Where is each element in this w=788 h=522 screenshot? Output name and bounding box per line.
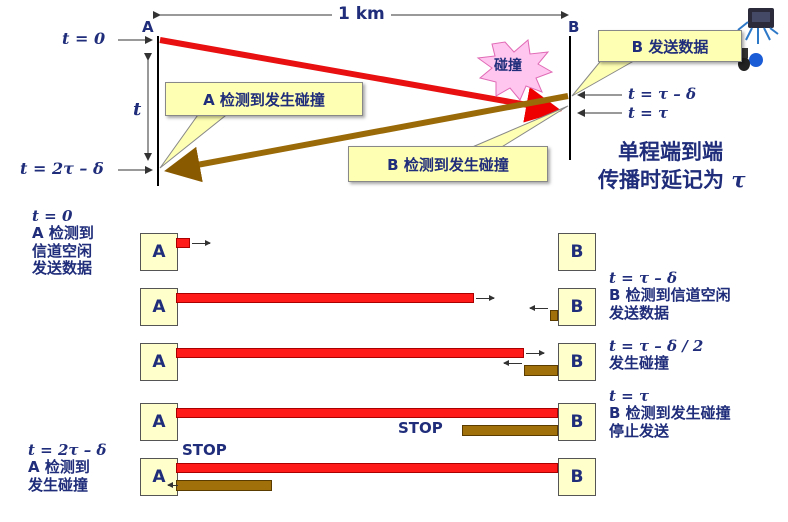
row5-signal-a [176, 463, 558, 473]
signal-a-to-b [159, 37, 562, 123]
row1-left-label: t = 0 A 检测到 信道空闲 发送数据 [32, 207, 94, 277]
row3-right-label: t = τ – δ / 2 发生碰撞 [609, 337, 704, 373]
point-a-label: A [142, 18, 154, 36]
row4-right-2: B 检测到发生碰撞 [609, 404, 731, 423]
t-axis-label: t [133, 99, 142, 121]
distance-label: 1 km [332, 4, 391, 25]
row3-right-2: 发生碰撞 [609, 354, 670, 373]
timing-diagram [118, 8, 779, 186]
row3-station-a: A [140, 343, 178, 381]
collision-burst-shape [476, 39, 554, 101]
row3-signal-a [176, 348, 524, 358]
row5-left-label: t = 2τ – δ A 检测到 发生碰撞 [28, 441, 107, 494]
collision-burst-label: 碰撞 [494, 58, 522, 74]
row4-right-t: t = τ [609, 387, 650, 405]
row5-left-2: A 检测到 [28, 458, 90, 477]
t-tau-label: t = τ [628, 104, 669, 122]
row3-signal-a-arrow [526, 350, 545, 356]
row5-left-3: 发生碰撞 [28, 475, 89, 494]
t-tau-delta-label: t = τ – δ [628, 85, 696, 103]
row2-signal-b [550, 310, 558, 321]
row2-signal-b-arrow [529, 305, 548, 311]
row4-right-3: 停止发送 [609, 421, 670, 440]
row3-station-b: B [558, 343, 596, 381]
row1-signal-a [176, 238, 190, 248]
callout-b-send: B 发送数据 [598, 30, 742, 62]
callout-b-detect: B 检测到发生碰撞 [348, 146, 548, 182]
row5-stop-a: STOP [182, 441, 227, 459]
callout-a-detect: A 检测到发生碰撞 [165, 82, 363, 116]
row2-right-t: t = τ – δ [609, 269, 677, 287]
summary-line2: 传播时延记为 τ [598, 167, 746, 192]
t2tau-label: t = 2τ – δ [20, 159, 104, 178]
row1-signal-a-arrow [192, 240, 211, 246]
row1-left-4: 发送数据 [32, 258, 93, 277]
row4-signal-b [462, 425, 558, 436]
row4-right-label: t = τ B 检测到发生碰撞 停止发送 [609, 387, 731, 440]
row5-station-a: A [140, 458, 178, 496]
row4-station-a: A [140, 403, 178, 441]
row2-station-b: B [558, 288, 596, 326]
row4-signal-a [176, 408, 558, 418]
signal-b-to-a [164, 93, 569, 183]
point-b-label: B [568, 18, 580, 36]
row4-station-b: B [558, 403, 596, 441]
row2-right-2: B 检测到信道空闲 [609, 286, 731, 305]
row5-signal-b [176, 480, 272, 491]
row2-right-3: 发送数据 [609, 303, 670, 322]
row5-signal-b-arrow [167, 482, 178, 488]
row2-signal-a-arrow [476, 295, 495, 301]
row3-signal-b [524, 365, 558, 376]
summary-line2-text: 传播时延记为 [598, 168, 724, 192]
summary-line1: 单程端到端 [618, 140, 723, 164]
row1-left-2: A 检测到 [32, 224, 94, 243]
network-node-icon [737, 8, 779, 71]
row1-station-a: A [140, 233, 178, 271]
row3-right-t: t = τ – δ / 2 [609, 337, 704, 355]
row2-signal-a [176, 293, 474, 303]
row5-left-t: t = 2τ – δ [28, 441, 107, 459]
row3-signal-b-arrow [503, 360, 522, 366]
row1-station-b: B [558, 233, 596, 271]
row2-station-a: A [140, 288, 178, 326]
summary-tau: τ [731, 167, 746, 192]
row5-station-b: B [558, 458, 596, 496]
row2-right-label: t = τ – δ B 检测到信道空闲 发送数据 [609, 269, 731, 322]
row1-left-t: t = 0 [32, 207, 73, 225]
t0-label: t = 0 [62, 29, 106, 48]
row4-stop-b: STOP [398, 419, 443, 437]
row1-left-3: 信道空闲 [32, 241, 93, 260]
